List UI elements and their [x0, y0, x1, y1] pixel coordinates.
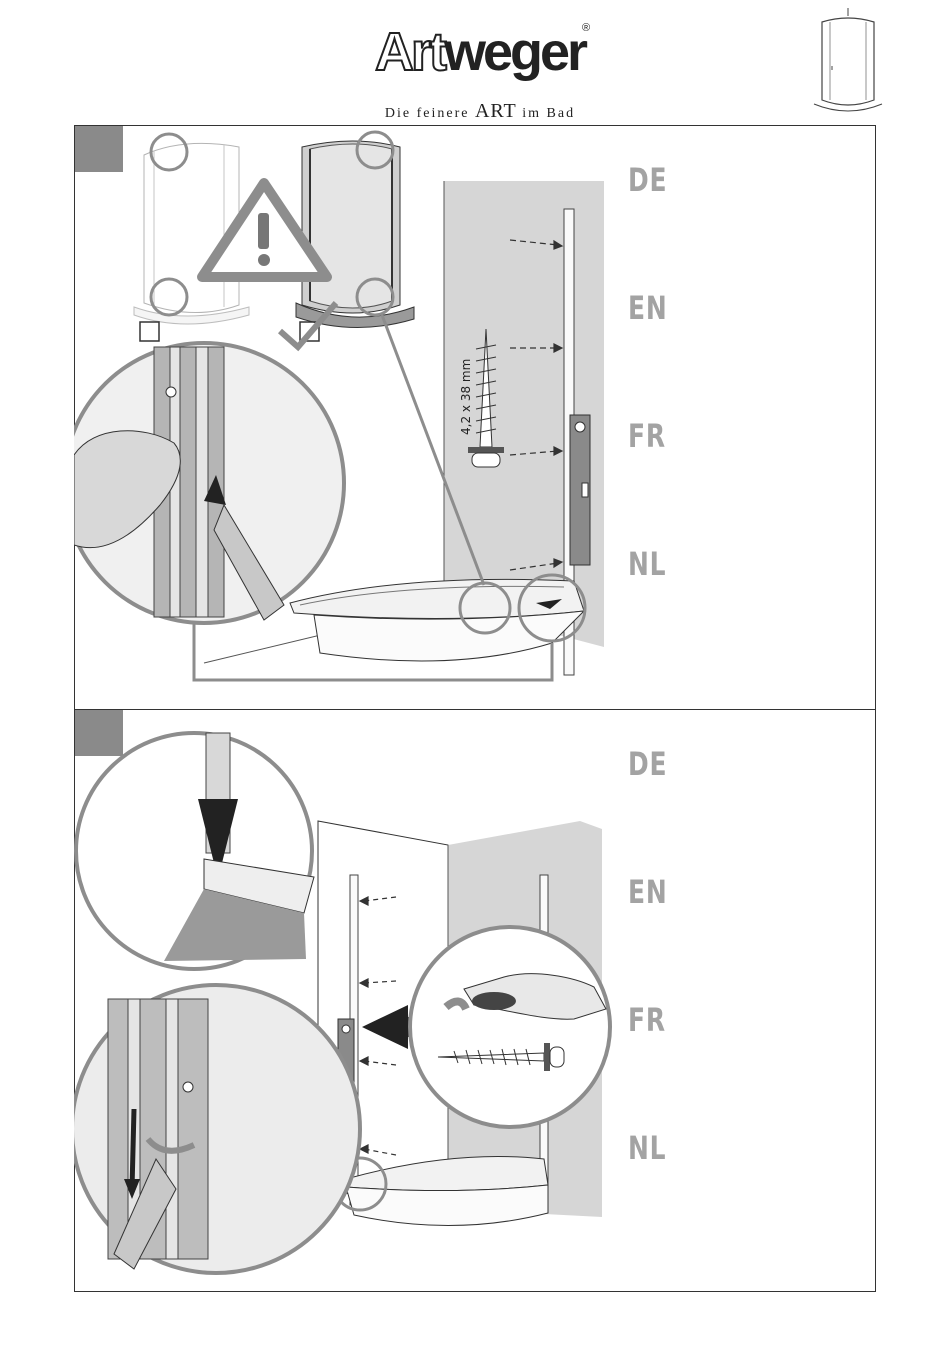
- lang-label-nl: NL: [628, 1131, 666, 1165]
- registered-mark: ®: [582, 22, 590, 34]
- artweger-logo: Artweger ® Die feinere ART im Bad: [360, 22, 600, 102]
- shower-tray: [290, 579, 584, 661]
- step-1-illustration: 4,2 x 38 mm: [74, 125, 876, 710]
- lang-label-fr: FR: [628, 419, 666, 453]
- lang-label-de: DE: [628, 747, 667, 781]
- step-2-illustration: [74, 709, 876, 1292]
- shower-enclosure-icon: [808, 6, 890, 116]
- screw-dimension-label: 4,2 x 38 mm: [459, 359, 473, 435]
- lang-label-fr: FR: [628, 1003, 666, 1037]
- lang-label-en: EN: [628, 291, 667, 325]
- detail-magnifier-top: [76, 733, 314, 969]
- correct-enclosure: [296, 141, 414, 328]
- lang-label-en: EN: [628, 875, 667, 909]
- logo-tagline: Die feinere ART im Bad: [360, 100, 600, 123]
- logo-wordmark: Artweger: [360, 22, 600, 82]
- lang-label-de: DE: [628, 163, 667, 197]
- detail-magnifier: [74, 343, 344, 623]
- detail-magnifier-drill: [410, 927, 610, 1127]
- checkbox-incorrect: [140, 322, 159, 341]
- lang-label-nl: NL: [628, 547, 666, 581]
- detail-magnifier-bottom: [74, 985, 360, 1273]
